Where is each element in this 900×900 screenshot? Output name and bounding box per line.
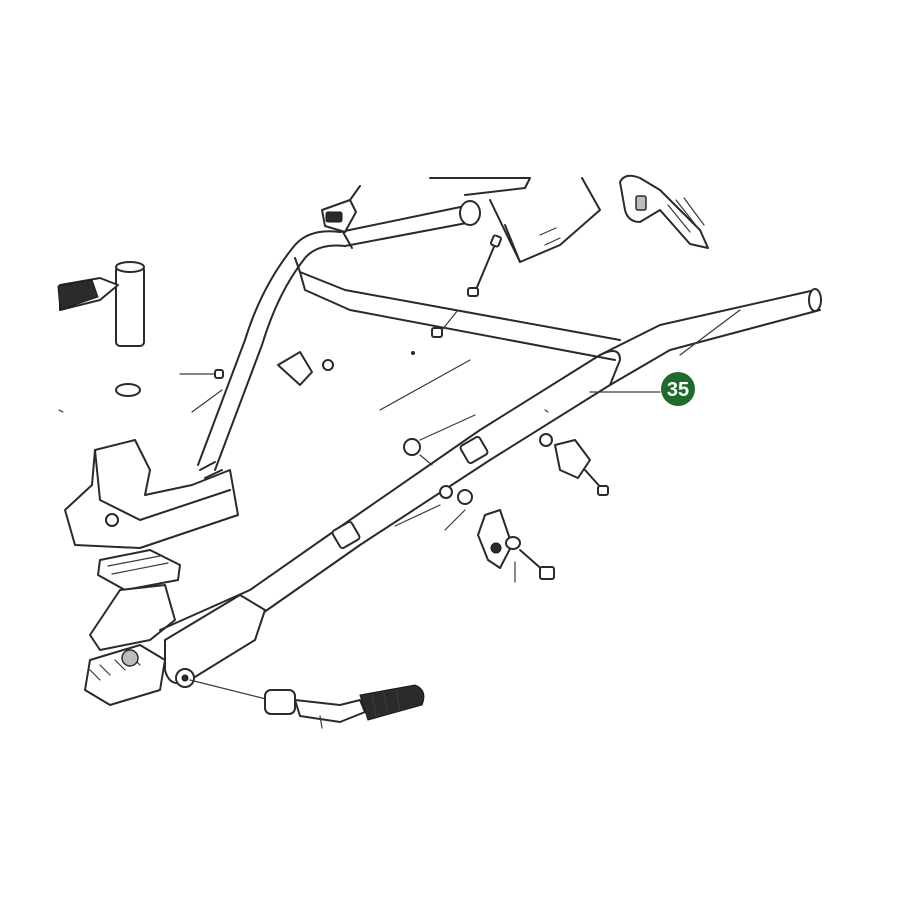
pivot-post [57, 261, 145, 413]
ratchet-base [84, 549, 181, 706]
callout-35-label: 35 [667, 379, 689, 401]
callout-35-badge [661, 372, 695, 406]
height-adjust-bracket [64, 439, 239, 549]
handlebar-lower-tube [159, 288, 822, 688]
engine-housing [429, 177, 601, 263]
throttle-lever [619, 174, 709, 249]
leader-lines [179, 309, 741, 413]
lower-grip [189, 679, 425, 729]
upper-handlebar [197, 200, 621, 471]
clamp-hardware [394, 391, 661, 583]
top-clamp [321, 185, 361, 249]
frame-bolts [411, 234, 502, 355]
callout-35[interactable]: 35 [661, 372, 695, 406]
